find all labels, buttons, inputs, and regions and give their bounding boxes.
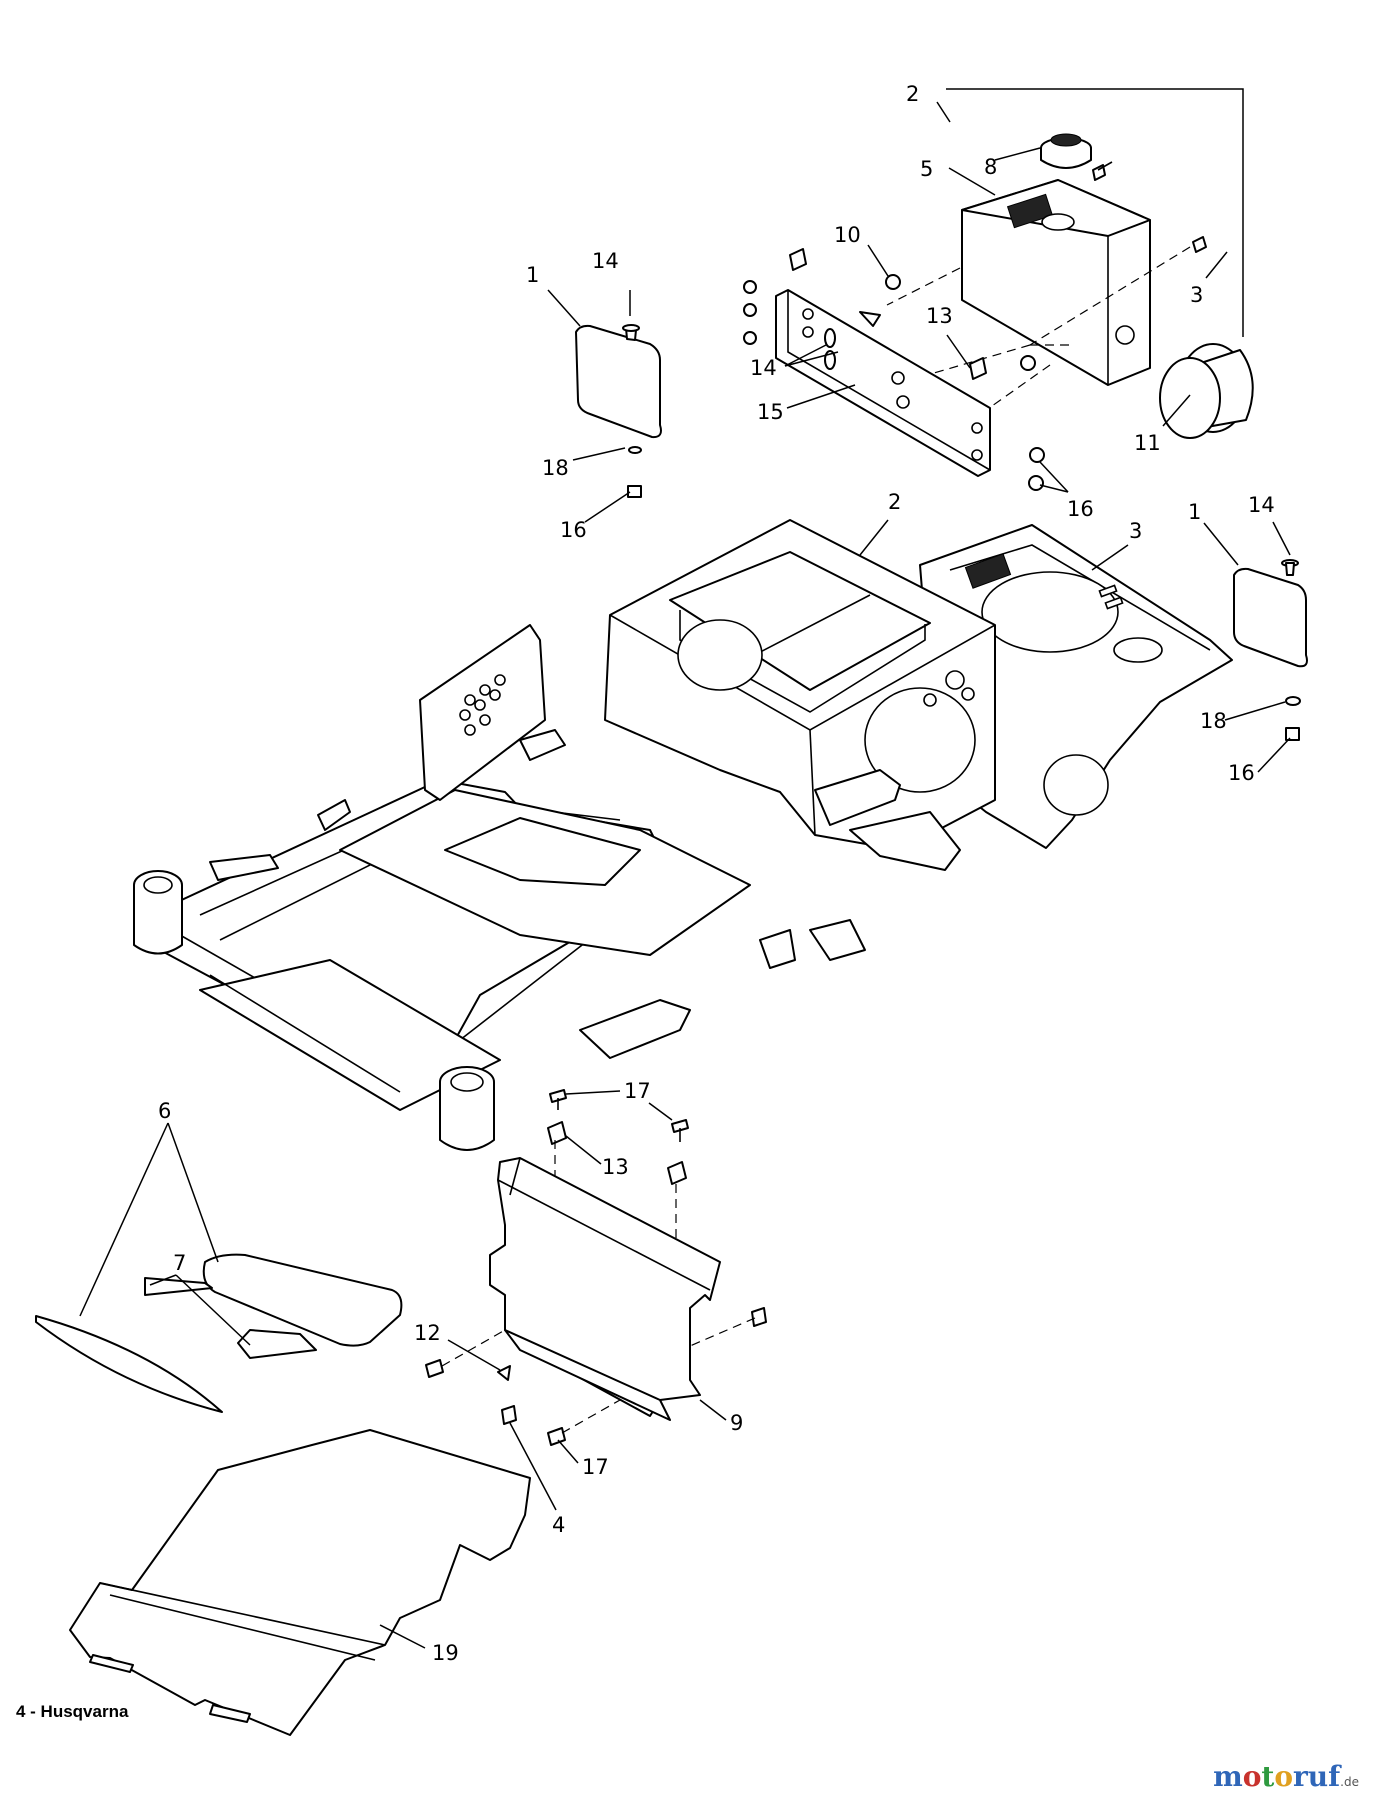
lever-bracket xyxy=(814,769,901,826)
screw xyxy=(547,1427,566,1446)
front-cross-member xyxy=(199,959,501,1111)
cover-plate-left xyxy=(575,324,662,498)
clip xyxy=(547,1121,567,1145)
washer xyxy=(1285,696,1301,706)
clip xyxy=(969,357,987,380)
hydraulic-tank-assembly xyxy=(743,88,1254,491)
callout-17: 17 xyxy=(582,1455,609,1479)
screw xyxy=(549,1089,567,1103)
callout-10: 10 xyxy=(834,223,861,247)
callout-3: 3 xyxy=(1129,519,1142,543)
cover-plate-right xyxy=(1233,559,1308,741)
link-arm xyxy=(209,854,279,881)
callout-3: 3 xyxy=(1190,283,1203,307)
callout-1: 1 xyxy=(526,263,539,287)
callout-4: 4 xyxy=(552,1513,565,1537)
nut xyxy=(885,274,901,290)
deck-mount-plate xyxy=(419,624,546,801)
front-hinge xyxy=(579,999,691,1059)
callout-16: 16 xyxy=(560,518,587,542)
floor-seal xyxy=(202,1253,403,1347)
lever-plate xyxy=(849,811,961,871)
callout-2: 2 xyxy=(906,82,919,106)
callout-13: 13 xyxy=(602,1155,629,1179)
callout-8: 8 xyxy=(984,155,997,179)
main-frame xyxy=(133,519,1233,1151)
clip xyxy=(501,1405,517,1425)
callout-12: 12 xyxy=(414,1321,441,1345)
callout-16: 16 xyxy=(1228,761,1255,785)
nut xyxy=(1285,727,1300,741)
seal-strip xyxy=(237,1329,317,1359)
screw xyxy=(425,1359,444,1378)
callout-5: 5 xyxy=(920,157,933,181)
nut xyxy=(627,485,642,498)
clip xyxy=(751,1307,767,1327)
nut xyxy=(1029,447,1045,463)
callout-15: 15 xyxy=(757,400,784,424)
assembly-bracket-line xyxy=(946,88,1244,337)
callout-9: 9 xyxy=(730,1411,743,1435)
page-label: 4 - Husqvarna xyxy=(16,1702,129,1721)
washer xyxy=(628,446,642,454)
callout-1: 1 xyxy=(1188,500,1201,524)
lower-shield-assembly xyxy=(35,1089,767,1736)
callout-18: 18 xyxy=(542,456,569,480)
tank-label-plate xyxy=(1006,193,1054,229)
bolt xyxy=(1092,164,1106,181)
leader-lines xyxy=(79,147,1291,1649)
screw xyxy=(671,1119,689,1133)
callout-11: 11 xyxy=(1134,431,1161,455)
frame-label-plate xyxy=(964,553,1012,589)
nut xyxy=(1020,355,1036,371)
callout-7: 7 xyxy=(173,1251,186,1275)
callout-2: 2 xyxy=(888,490,901,514)
callout-6: 6 xyxy=(158,1099,171,1123)
bolt xyxy=(1192,236,1207,253)
nut xyxy=(1028,475,1044,491)
callout-16: 16 xyxy=(1067,497,1094,521)
clip xyxy=(667,1161,687,1185)
callout-14: 14 xyxy=(592,249,619,273)
callout-labels: 2 8 5 10 3 14 1 13 14 15 11 18 16 16 2 3… xyxy=(158,82,1275,1665)
clip xyxy=(789,248,807,271)
callout-14: 14 xyxy=(1248,493,1275,517)
callout-19: 19 xyxy=(432,1641,459,1665)
box-opening xyxy=(669,551,931,691)
callout-13: 13 xyxy=(926,304,953,328)
bottom-pan xyxy=(69,1429,531,1736)
long-seal xyxy=(35,1315,223,1413)
callout-18: 18 xyxy=(1200,709,1227,733)
floor-window xyxy=(444,817,641,886)
callout-17: 17 xyxy=(624,1079,651,1103)
callout-14: 14 xyxy=(750,356,777,380)
seal-strip xyxy=(144,1277,213,1296)
watermark-logo: motoruf.de xyxy=(1213,1760,1359,1793)
wing-nut xyxy=(497,1365,511,1381)
